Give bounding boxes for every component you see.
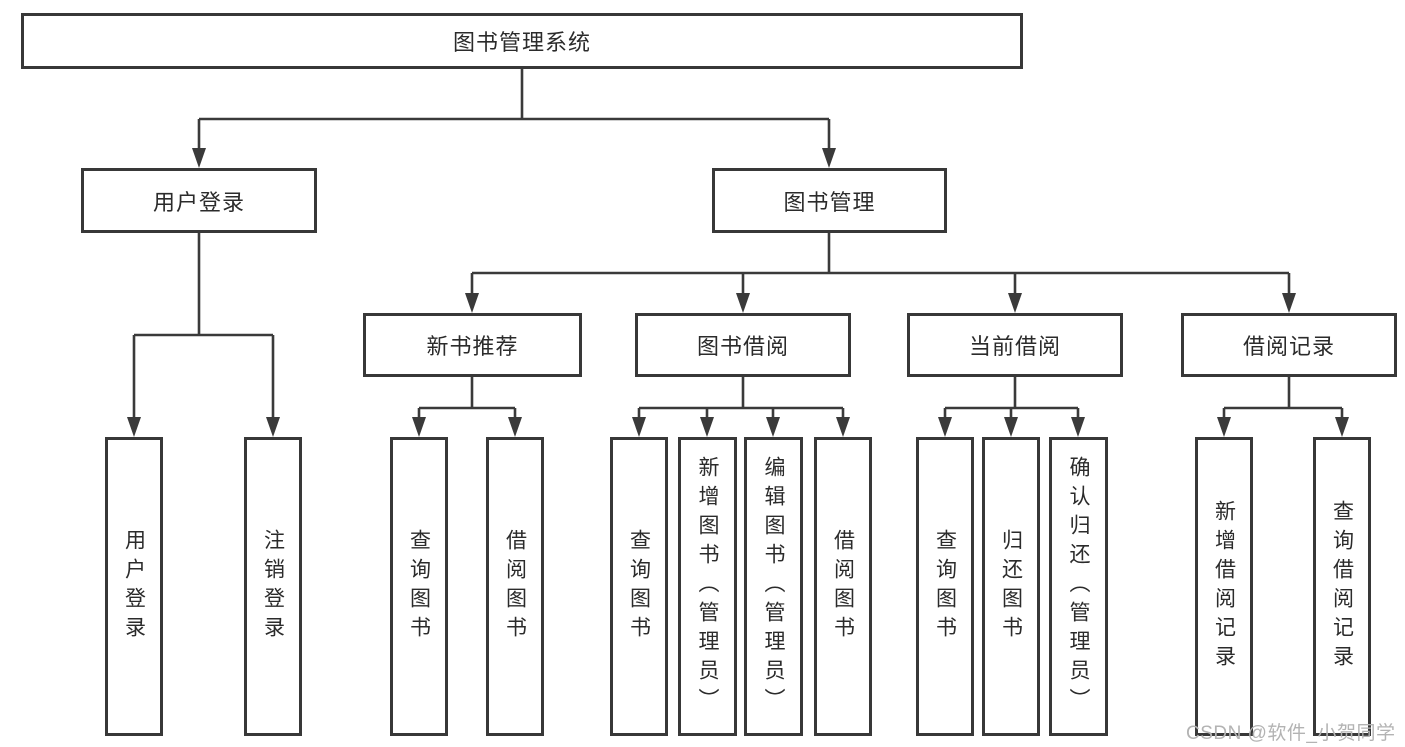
leaf-records-query-record: 查询借阅记录 — [1313, 437, 1371, 736]
leaf-newrec-borrow-books: 借阅图书 — [486, 437, 544, 736]
node-borrow-records: 借阅记录 — [1181, 313, 1397, 377]
leaf-label: 编辑图书（管理员） — [762, 456, 785, 717]
leaf-label: 借阅图书 — [503, 528, 527, 645]
leaf-borrow-add-books-admin: 新增图书（管理员） — [678, 437, 737, 736]
leaf-user-login: 用户登录 — [105, 437, 163, 736]
leaf-label: 查询借阅记录 — [1330, 499, 1354, 674]
leaf-label: 新增借阅记录 — [1212, 499, 1236, 674]
node-book-borrow: 图书借阅 — [635, 313, 851, 377]
leaf-borrow-borrow-books: 借阅图书 — [814, 437, 872, 736]
leaf-current-query-books: 查询图书 — [916, 437, 974, 736]
leaf-newrec-query-books: 查询图书 — [390, 437, 448, 736]
node-book-management: 图书管理 — [712, 168, 947, 233]
leaf-label: 确认归还（管理员） — [1067, 456, 1090, 717]
leaf-label: 新增图书（管理员） — [696, 456, 719, 717]
leaf-borrow-edit-books-admin: 编辑图书（管理员） — [744, 437, 803, 736]
node-user-login: 用户登录 — [81, 168, 317, 233]
leaf-label: 归还图书 — [999, 528, 1023, 645]
node-root: 图书管理系统 — [21, 13, 1023, 69]
arrowhead-icons — [127, 148, 1349, 437]
leaf-label: 查询图书 — [627, 528, 651, 645]
leaf-current-confirm-return-admin: 确认归还（管理员） — [1049, 437, 1108, 736]
leaf-label: 借阅图书 — [831, 528, 855, 645]
leaf-current-return-books: 归还图书 — [982, 437, 1040, 736]
leaf-label: 查询图书 — [407, 528, 431, 645]
leaf-label: 用户登录 — [122, 528, 146, 645]
leaf-logout: 注销登录 — [244, 437, 302, 736]
csdn-watermark: CSDN @软件_小贺同学 — [1186, 723, 1396, 744]
leaf-borrow-query-books: 查询图书 — [610, 437, 668, 736]
node-new-book-recommend: 新书推荐 — [363, 313, 582, 377]
leaf-records-add-record: 新增借阅记录 — [1195, 437, 1253, 736]
leaf-label: 查询图书 — [933, 528, 957, 645]
leaf-label: 注销登录 — [261, 528, 285, 645]
node-current-borrow: 当前借阅 — [907, 313, 1123, 377]
